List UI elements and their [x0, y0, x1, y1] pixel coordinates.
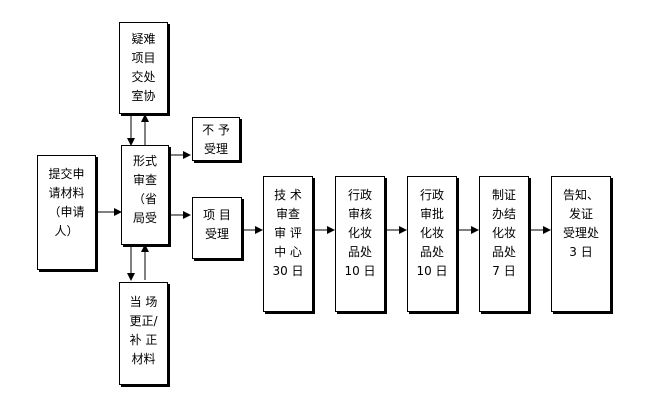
node-accept-label: 项 目 受理 [203, 208, 231, 241]
node-correction: 当 场 更正/ 补 正 材料 [119, 282, 168, 385]
node-correction-label: 当 场 更正/ 补 正 材料 [129, 295, 158, 366]
node-admin-review: 行政 审核 化妆 品处 10 日 [335, 176, 385, 312]
node-formal-review-label: 形式 审查 （省 局受 [132, 154, 157, 225]
node-reject: 不 予 受理 [192, 117, 240, 161]
node-notify: 告知、 发证 受理处 3 日 [551, 176, 611, 312]
node-difficult-label: 疑难 项目 交处 室协 [131, 32, 156, 103]
node-accept: 项 目 受理 [192, 197, 242, 259]
node-tech-review: 技 术 审查 审 评 中 心 30 日 [263, 176, 313, 312]
node-tech-review-label: 技 术 审查 审 评 中 心 30 日 [272, 188, 304, 278]
node-reject-label: 不 予 受理 [202, 123, 230, 156]
node-formal-review: 形式 审查 （省 局受 [121, 145, 169, 245]
node-admin-approve-label: 行政 审批 化妆 品处 10 日 [416, 188, 448, 278]
node-admin-review-label: 行政 审核 化妆 品处 10 日 [344, 188, 376, 278]
node-submit-label: 提交申 请材料 （申请 人） [48, 167, 85, 238]
node-admin-approve: 行政 审批 化妆 品处 10 日 [407, 176, 457, 312]
node-submit: 提交申 请材料 （申请 人） [37, 155, 96, 270]
node-notify-label: 告知、 发证 受理处 3 日 [562, 188, 599, 259]
node-make-cert: 制证 办结 化妆 品处 7 日 [479, 176, 529, 312]
node-make-cert-label: 制证 办结 化妆 品处 7 日 [491, 188, 516, 278]
node-difficult: 疑难 项目 交处 室协 [119, 22, 168, 114]
